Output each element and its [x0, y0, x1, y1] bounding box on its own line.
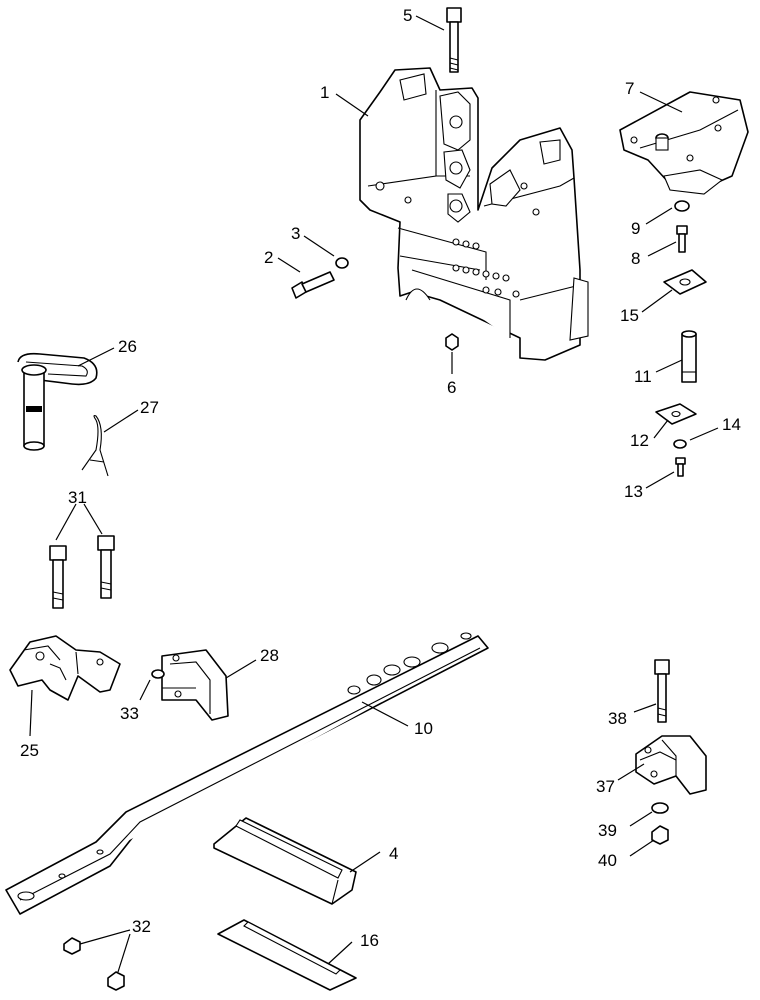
part-27-clip [81, 414, 109, 477]
callout-9: 9 [631, 219, 640, 238]
callout-32: 32 [132, 917, 151, 936]
part-40-nut [651, 825, 669, 845]
callout-28: 28 [260, 646, 279, 665]
callout-6: 6 [447, 378, 456, 397]
callout-3: 3 [291, 224, 300, 243]
callout-12: 12 [630, 431, 649, 450]
callout-5: 5 [403, 6, 412, 25]
callout-40: 40 [598, 851, 617, 870]
part-37-bracket [635, 735, 707, 795]
callout-39: 39 [598, 821, 617, 840]
part-26-pin [17, 352, 98, 451]
callout-14: 14 [722, 415, 741, 434]
part-25-hitch [9, 635, 121, 701]
callout-38: 38 [608, 709, 627, 728]
callout-25: 25 [20, 741, 39, 760]
part-7-bracket [619, 91, 749, 195]
part-8-bolt [676, 225, 688, 253]
callout-8: 8 [631, 249, 640, 268]
part-32-nuts [63, 937, 125, 991]
part-14-washer [673, 439, 687, 449]
part-2-bolt [291, 271, 335, 299]
callout-27: 27 [140, 398, 159, 417]
callout-31: 31 [68, 488, 87, 507]
callout-1: 1 [320, 83, 329, 102]
part-6-nut [445, 333, 459, 351]
leader-lines [29, 15, 719, 973]
callout-13: 13 [624, 482, 643, 501]
part-5-bolt [446, 7, 462, 73]
callout-11: 11 [634, 367, 652, 386]
callout-33: 33 [120, 704, 139, 723]
part-39-washer [651, 802, 669, 814]
part-16-plate [217, 919, 357, 991]
part-28-bracket [161, 649, 229, 721]
callout-26: 26 [118, 337, 137, 356]
part-9-washer [674, 200, 690, 212]
callout-37: 37 [596, 777, 615, 796]
part-38-bolt [654, 659, 670, 723]
part-31-bolts [49, 535, 115, 609]
part-13-bolt [675, 457, 686, 477]
part-1-main-bracket [359, 67, 589, 361]
callout-4: 4 [389, 844, 398, 863]
part-11-pin [681, 330, 697, 383]
part-4-plate [213, 817, 357, 905]
callout-10: 10 [414, 719, 433, 738]
callout-15: 15 [620, 306, 639, 325]
callout-7: 7 [625, 79, 634, 98]
callout-16: 16 [360, 931, 379, 950]
callout-2: 2 [264, 248, 273, 267]
part-3-washer [335, 257, 349, 269]
part-33-washer [151, 669, 165, 679]
